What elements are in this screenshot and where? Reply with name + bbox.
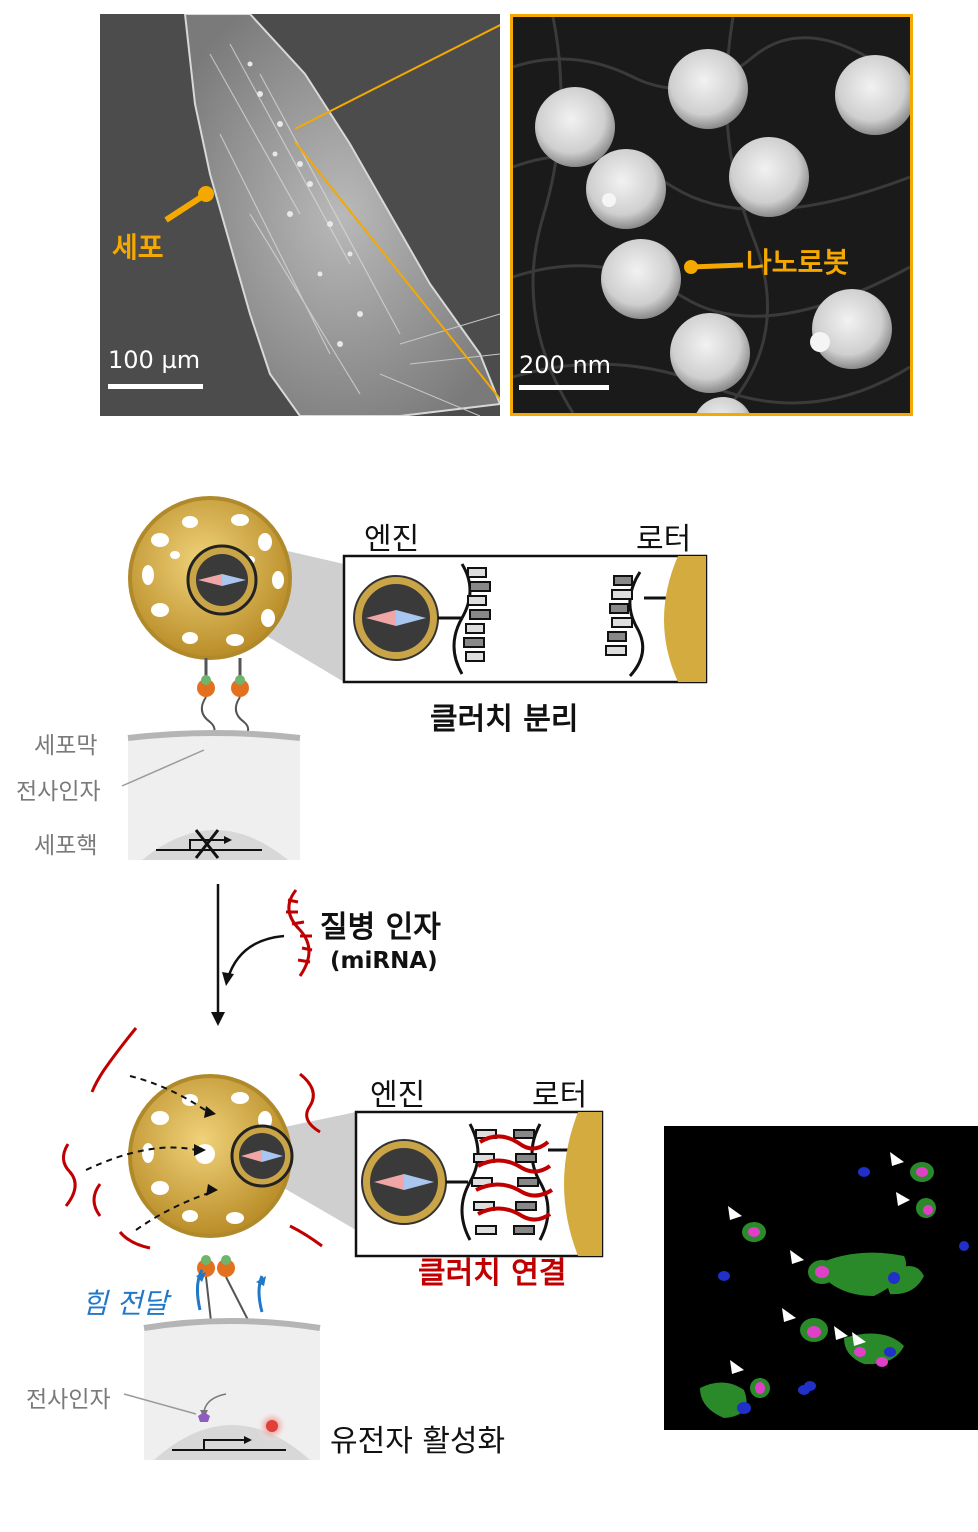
- bottom-schematic: [62, 1027, 604, 1460]
- rotor-label-bottom: 로터: [532, 1078, 588, 1113]
- cell-body: [121, 730, 301, 860]
- cell-label: 세포: [112, 231, 164, 264]
- zoom-wedge-bottom: [270, 1112, 356, 1230]
- mirna-label: (miRNA): [330, 948, 438, 974]
- rotor-dna-strand: [605, 571, 668, 678]
- force-transfer-label: 힘 전달: [82, 1287, 169, 1320]
- fluorescence-image: [664, 1126, 978, 1430]
- engine-label-bottom: 엔진: [370, 1078, 426, 1113]
- engine-motor: [353, 575, 462, 661]
- membrane-label: 세포막: [34, 733, 98, 759]
- free-mirna-strands: [62, 1027, 323, 1250]
- rotor-label-top: 로터: [636, 522, 692, 557]
- scale-bar-left-label: 100 µm: [108, 346, 201, 374]
- rotor-shell-bottom: [564, 1112, 602, 1256]
- engine-label-top: 엔진: [364, 522, 420, 557]
- transcription-factor-label-bottom: 전사인자: [26, 1387, 111, 1413]
- top-schematic: [121, 496, 708, 860]
- engine-dna-strand: [452, 563, 491, 675]
- sem-nanorobot-graphic: [513, 17, 910, 413]
- nanorobot-sphere: [128, 496, 292, 660]
- disease-factor-label: 질병 인자: [320, 910, 441, 945]
- transition-arrow: [211, 884, 313, 1026]
- clutch-engaged-caption: 클러치 연결: [418, 1256, 567, 1291]
- sem-cell-image: 세포 100 µm: [100, 14, 500, 416]
- cell-body-bottom: [123, 1318, 321, 1460]
- sem-cell-graphic: [100, 14, 500, 416]
- nucleus-label: 세포핵: [34, 833, 98, 859]
- mirna-entry-paths: [85, 1075, 213, 1231]
- nanorobot-label: 나노로봇: [746, 246, 850, 279]
- engaged-dna-complex: [460, 1123, 570, 1241]
- sem-nanorobot-image: 나노로봇 200 nm: [510, 14, 913, 416]
- engine-motor-bottom: [361, 1139, 468, 1225]
- transcription-factor-label-top: 전사인자: [16, 779, 101, 805]
- fluorescence-graphic: [664, 1126, 978, 1430]
- clutch-disengaged-caption: 클러치 분리: [430, 702, 579, 737]
- rotor-shell: [664, 556, 706, 682]
- mirna-strand-icon: [286, 889, 313, 977]
- gene-activation-label: 유전자 활성화: [330, 1424, 506, 1459]
- scale-bar-right-label: 200 nm: [519, 351, 612, 379]
- nanorobot-sphere-bottom: [128, 1074, 294, 1238]
